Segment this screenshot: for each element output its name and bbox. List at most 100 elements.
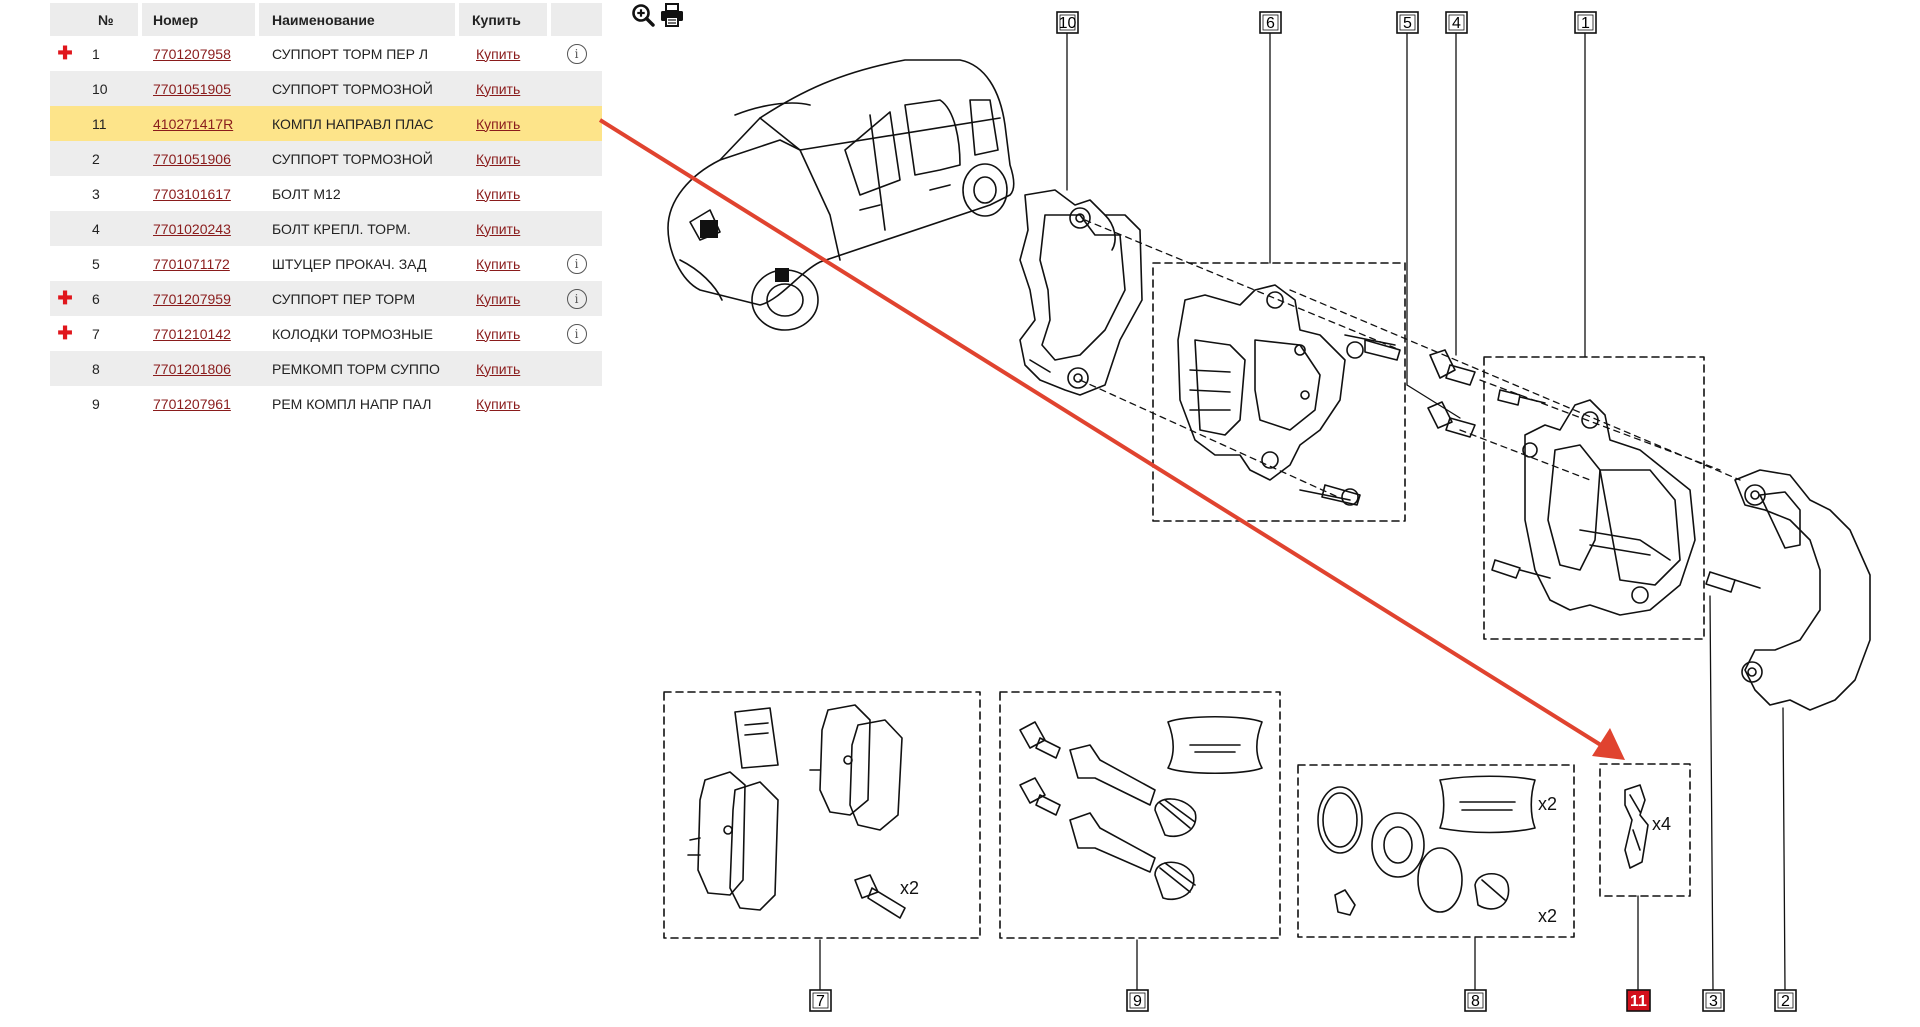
part-name: СУППОРТ ПЕР ТОРМ: [272, 290, 415, 307]
part-8-kit: [1317, 775, 1536, 916]
multiplier-label: x2: [1538, 794, 1557, 814]
part-number-link[interactable]: 7701210142: [153, 325, 231, 342]
table-row[interactable]: 2 7701051906 СУППОРТ ТОРМОЗНОЙ Купить: [50, 141, 602, 176]
part-number-link[interactable]: 7703101617: [153, 185, 231, 202]
svg-text:9: 9: [1133, 993, 1142, 1010]
callout-10[interactable]: 10: [1056, 11, 1079, 34]
row-marker: [50, 71, 80, 106]
info-icon[interactable]: i: [566, 323, 587, 344]
header-buy: Купить: [459, 3, 551, 36]
info-icon[interactable]: i: [566, 253, 587, 274]
callout-2[interactable]: 2: [1774, 989, 1797, 1012]
part-name: СУППОРТ ТОРМОЗНОЙ: [272, 150, 433, 167]
table-row[interactable]: ✚ 1 7701207958 СУППОРТ ТОРМ ПЕР Л Купить…: [50, 36, 602, 71]
info-cell: i: [551, 316, 602, 351]
callout-5[interactable]: 5: [1396, 11, 1419, 34]
callout-1[interactable]: 1: [1574, 11, 1597, 34]
callout-11-highlighted[interactable]: 11: [1626, 989, 1651, 1012]
part-number-link[interactable]: 7701071172: [153, 255, 230, 272]
table-row[interactable]: 9 7701207961 РЕМ КОМПЛ НАПР ПАЛ Купить: [50, 386, 602, 421]
buy-link[interactable]: Купить: [476, 185, 521, 202]
part-4-5-bolts: [1427, 349, 1476, 438]
buy-link[interactable]: Купить: [476, 395, 521, 412]
table-row[interactable]: 4 7701020243 БОЛТ КРЕПЛ. ТОРМ. Купить: [50, 211, 602, 246]
part-1-box: [1483, 356, 1705, 640]
part-number-link[interactable]: 7701201806: [153, 360, 231, 377]
svg-text:5: 5: [1403, 15, 1412, 32]
table-row[interactable]: 5 7701071172 ШТУЦЕР ПРОКАЧ. ЗАД Купить i: [50, 246, 602, 281]
part-name: ШТУЦЕР ПРОКАЧ. ЗАД: [272, 255, 427, 272]
part-7-box: [663, 691, 981, 939]
part-name: БОЛТ М12: [272, 185, 341, 202]
part-7-pads: [687, 704, 906, 919]
header-code: Номер: [142, 3, 259, 36]
buy-link[interactable]: Купить: [476, 220, 521, 237]
part-1-caliper: [1491, 389, 1696, 616]
part-number-link[interactable]: 410271417R: [153, 115, 234, 132]
svg-text:8: 8: [1471, 993, 1480, 1010]
row-number: 4: [80, 211, 142, 246]
buy-link[interactable]: Купить: [476, 325, 521, 342]
table-row[interactable]: 11 410271417R КОМПЛ НАПРАВЛ ПЛАС Купить: [50, 106, 602, 141]
buy-link[interactable]: Купить: [476, 115, 521, 132]
info-cell: [551, 71, 602, 106]
table-header-row: № Номер Наименование Купить: [50, 3, 602, 36]
part-number-link[interactable]: 7701207961: [153, 395, 231, 412]
part-number-link[interactable]: 7701207958: [153, 45, 231, 62]
part-number-link[interactable]: 7701051905: [153, 80, 231, 97]
table-row[interactable]: ✚ 7 7701210142 КОЛОДКИ ТОРМОЗНЫЕ Купить …: [50, 316, 602, 351]
row-number: 9: [92, 395, 100, 412]
part-10-bracket: [1019, 189, 1143, 396]
printer-icon[interactable]: [660, 3, 684, 27]
info-icon[interactable]: i: [566, 288, 587, 309]
buy-link[interactable]: Купить: [476, 150, 521, 167]
buy-link[interactable]: Купить: [476, 255, 521, 272]
callout-6[interactable]: 6: [1259, 11, 1282, 34]
part-8-box: [1297, 764, 1575, 938]
part-name: СУППОРТ ТОРМ ПЕР Л: [272, 45, 429, 62]
header-num: №: [50, 3, 142, 36]
buy-link[interactable]: Купить: [476, 45, 521, 62]
buy-link[interactable]: Купить: [476, 360, 521, 377]
multiplier-label: x2: [900, 878, 919, 898]
part-name: СУППОРТ ТОРМОЗНОЙ: [272, 80, 433, 97]
row-marker: [50, 351, 80, 386]
part-9-kit: [1019, 715, 1263, 900]
svg-text:11: 11: [1630, 993, 1647, 1010]
row-number: 10: [80, 71, 142, 106]
part-number-link[interactable]: 7701051906: [153, 150, 231, 167]
table-row[interactable]: ✚ 6 7701207959 СУППОРТ ПЕР ТОРМ Купить i: [50, 281, 602, 316]
part-name: КОЛОДКИ ТОРМОЗНЫЕ: [272, 325, 433, 342]
callout-7[interactable]: 7: [809, 989, 832, 1012]
callout-8[interactable]: 8: [1464, 989, 1487, 1012]
buy-link[interactable]: Купить: [476, 290, 521, 307]
buy-link[interactable]: Купить: [476, 80, 521, 97]
part-name: БОЛТ КРЕПЛ. ТОРМ.: [272, 220, 411, 237]
part-name: РЕМКОМП ТОРМ СУППО: [272, 360, 440, 377]
table-row[interactable]: 8 7701201806 РЕМКОМП ТОРМ СУППО Купить: [50, 351, 602, 386]
callout-4[interactable]: 4: [1445, 11, 1468, 34]
info-cell: i: [551, 281, 602, 316]
table-row[interactable]: 10 7701051905 СУППОРТ ТОРМОЗНОЙ Купить: [50, 71, 602, 106]
part-number-link[interactable]: 7701020243: [153, 220, 231, 237]
table-row[interactable]: 3 7703101617 БОЛТ М12 Купить: [50, 176, 602, 211]
parts-table: № Номер Наименование Купить ✚ 1 77012079…: [50, 3, 602, 421]
row-marker: [50, 106, 80, 141]
zoom-in-icon[interactable]: [631, 3, 655, 27]
multiplier-label: x2: [1538, 906, 1557, 926]
svg-text:6: 6: [1266, 15, 1275, 32]
row-number: 1: [92, 45, 100, 62]
part-6-caliper: [1177, 284, 1401, 506]
info-icon[interactable]: i: [566, 43, 587, 64]
parts-table-body: ✚ 1 7701207958 СУППОРТ ТОРМ ПЕР Л Купить…: [50, 36, 602, 421]
header-info: [551, 3, 602, 36]
row-marker: [50, 211, 80, 246]
callout-9[interactable]: 9: [1126, 989, 1149, 1012]
part-11-box: [1599, 763, 1691, 897]
svg-text:7: 7: [816, 993, 825, 1010]
svg-text:1: 1: [1581, 15, 1590, 32]
callout-3[interactable]: 3: [1702, 989, 1725, 1012]
part-11-clips: [1624, 784, 1649, 869]
part-number-link[interactable]: 7701207959: [153, 290, 231, 307]
info-cell: [551, 106, 602, 141]
